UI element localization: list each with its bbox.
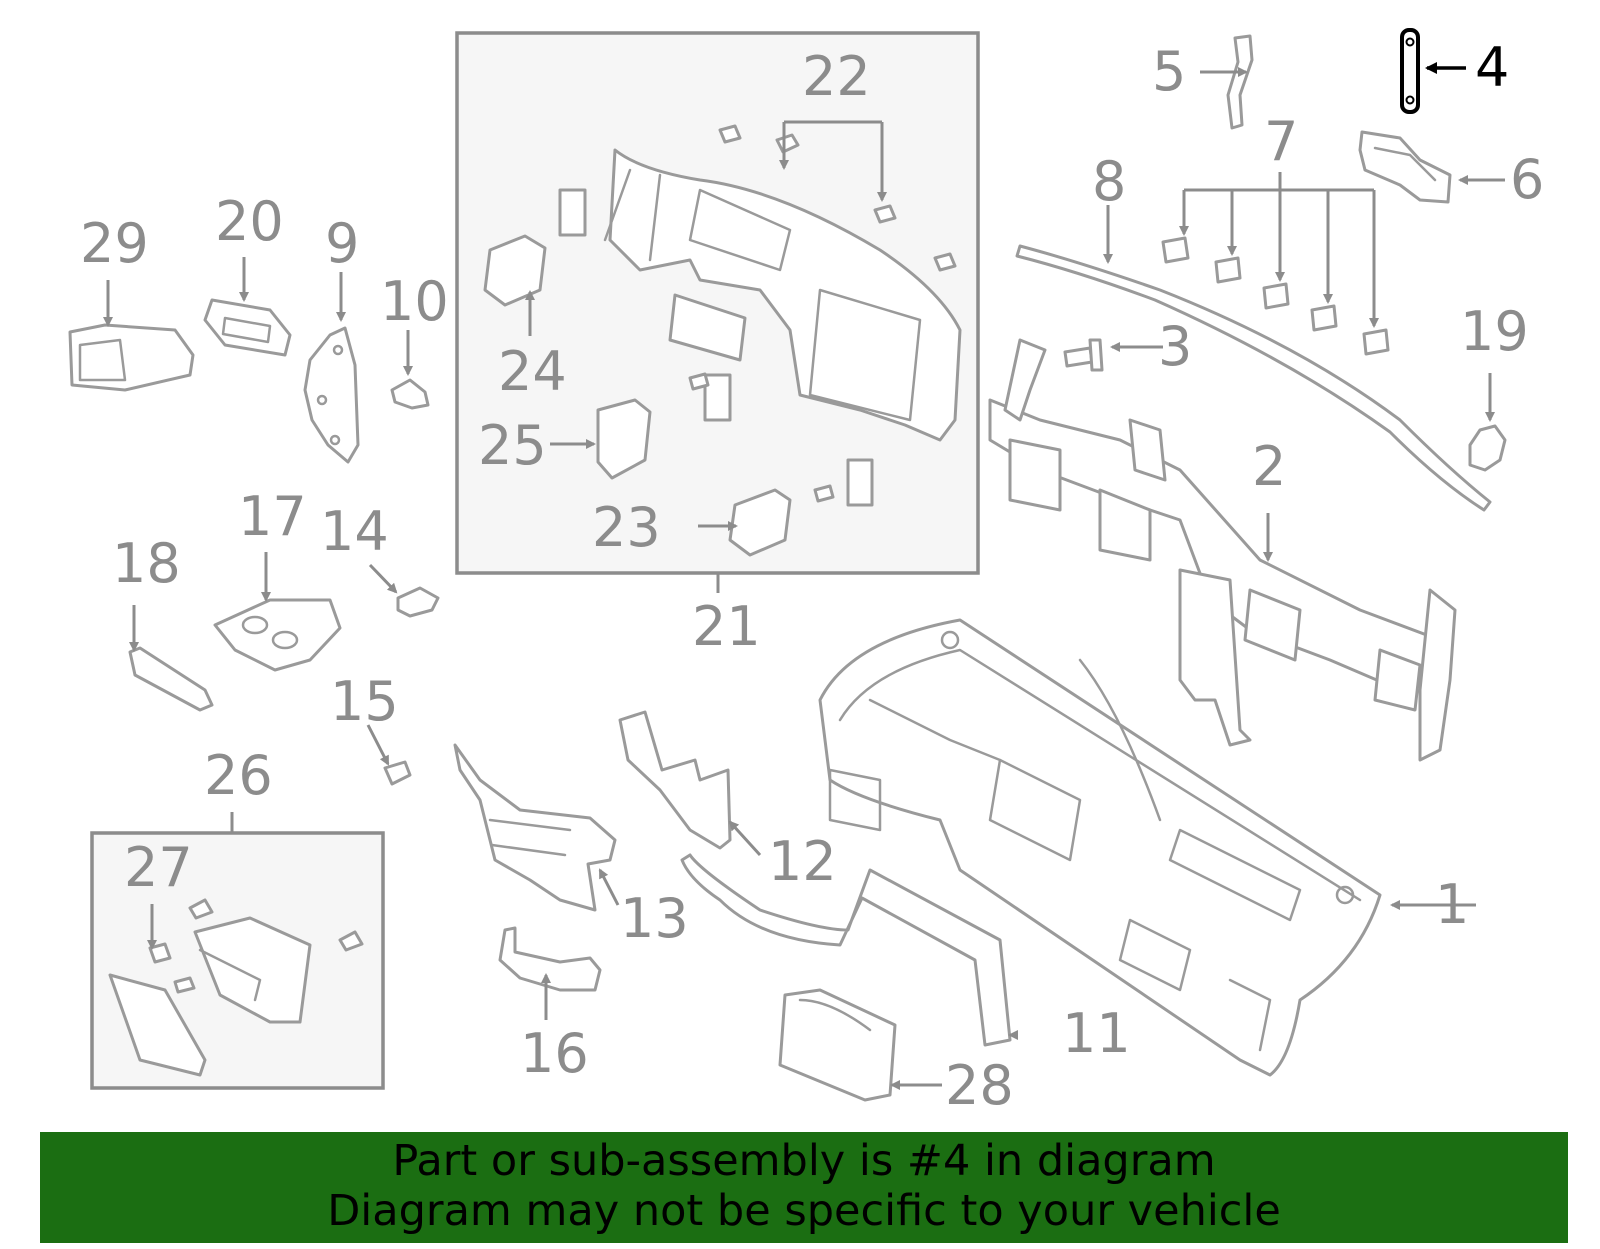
part-21-inset-assembly[interactable] [483,124,962,557]
part-13-lower-trim[interactable] [453,743,617,912]
part-5-bracket[interactable] [1226,34,1254,130]
part-3-bolt[interactable] [1063,338,1104,372]
part-10-clip[interactable] [390,378,430,410]
label-4: 4 [1475,36,1509,99]
label-11: 11 [1062,1002,1131,1065]
label-16: 16 [520,1022,589,1085]
label-21: 21 [692,595,761,658]
label-9: 9 [325,212,359,275]
label-22: 22 [802,45,871,108]
label-28: 28 [945,1054,1014,1117]
label-8: 8 [1092,150,1126,213]
part-26-glove-box[interactable] [108,916,312,1077]
label-5: 5 [1152,40,1186,103]
label-17: 17 [238,485,307,548]
part-20-switch-panel[interactable] [203,298,292,357]
label-18: 18 [112,532,181,595]
part-6-bracket[interactable] [1358,130,1452,204]
part-9-side-cover[interactable] [303,326,360,464]
label-15: 15 [330,670,399,733]
callout-labels: 1 2 3 4 5 6 7 8 9 10 11 12 13 14 15 16 1… [80,36,1544,1117]
label-23: 23 [592,496,661,559]
label-20: 20 [215,190,284,253]
leader-lines [103,62,1505,1090]
part-2-cross-member[interactable] [988,338,1457,762]
label-7: 7 [1264,110,1298,173]
part-16-trim[interactable] [498,926,602,992]
banner-line-1: Part or sub-assembly is #4 in diagram [392,1136,1216,1186]
part-18-strip[interactable] [128,646,214,712]
label-14: 14 [320,500,389,563]
label-2: 2 [1252,435,1286,498]
part-15-screw[interactable] [383,760,412,786]
label-6: 6 [1510,148,1544,211]
part-12-panel[interactable] [618,710,732,850]
part-29-vent[interactable] [68,323,195,392]
part-11-duct[interactable] [680,853,1012,1047]
part-17-holder[interactable] [213,598,342,672]
label-27: 27 [124,836,193,899]
label-26: 26 [204,744,273,807]
label-1: 1 [1435,873,1469,936]
part-14-clip[interactable] [396,586,440,618]
part-4-bracket[interactable] [1400,28,1420,114]
label-19: 19 [1460,300,1529,363]
label-3: 3 [1158,315,1192,378]
label-24: 24 [498,340,567,403]
info-banner: Part or sub-assembly is #4 in diagram Di… [40,1132,1568,1243]
label-12: 12 [768,830,837,893]
label-13: 13 [620,887,689,950]
part-7-clips[interactable] [1161,236,1390,356]
label-25: 25 [478,414,547,477]
part-19-cap[interactable] [1468,424,1507,472]
label-29: 29 [80,212,149,275]
part-1-instrument-panel[interactable] [818,618,1382,1077]
label-10: 10 [380,270,449,333]
part-8-trim-strip[interactable] [1015,244,1492,512]
part-28-tray[interactable] [778,988,897,1102]
banner-line-2: Diagram may not be specific to your vehi… [327,1186,1281,1236]
